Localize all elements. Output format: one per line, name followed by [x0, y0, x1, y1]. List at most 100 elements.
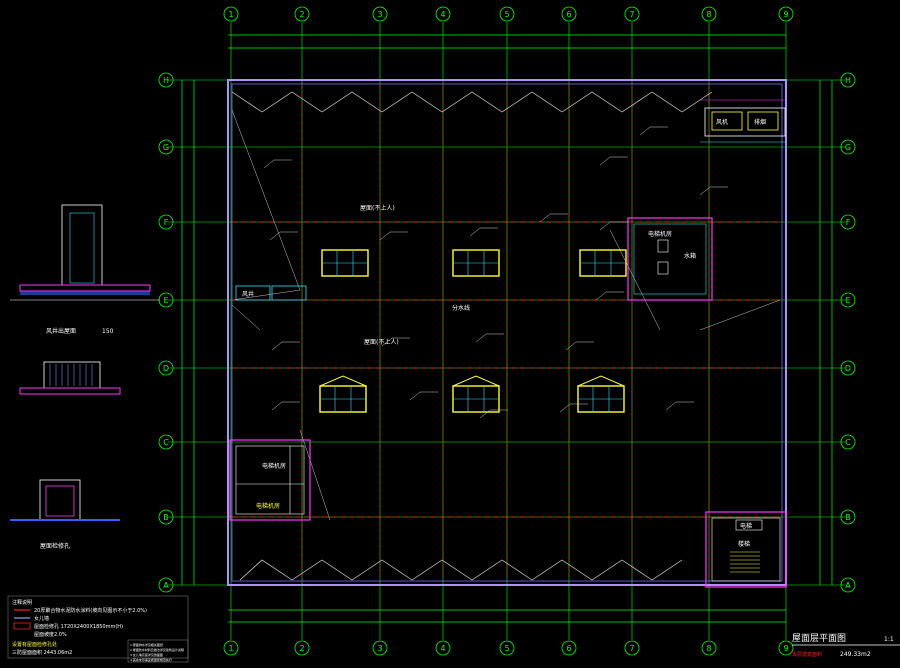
label-exhaust: 风井 [242, 290, 254, 298]
axis-bubble-row-F-right: F [840, 214, 856, 230]
axis-label: E [163, 296, 168, 305]
legend-item-3: 屋面检修孔 1720X2400X1850mm(H) [34, 623, 123, 630]
exhaust-boxes: 风井 [235, 285, 307, 301]
label-roof-upper: 屋面(不上人) [360, 204, 395, 212]
label-divide-line: 分水线 [452, 304, 470, 312]
axis-label: 3 [377, 644, 382, 653]
axis-bubble-row-E-right: E [840, 292, 856, 308]
axis-label: H [163, 76, 169, 85]
axis-label: 4 [440, 10, 445, 19]
axis-bubble-row-G-left: G [158, 139, 174, 155]
axis-label: 1 [228, 644, 233, 653]
axis-bubble-col-1-bottom: 1 [223, 640, 239, 656]
annotation-leaders [263, 126, 728, 419]
drawing-scale: 1:1 [884, 636, 894, 643]
note-1: 1.屋面排水详见相关图纸 [130, 642, 163, 647]
axis-bubble-col-6-bottom: 6 [561, 640, 577, 656]
axis-bubble-row-D-left: D [158, 360, 174, 376]
axis-bubble-col-8-top: 8 [701, 6, 717, 22]
axis-label: A [163, 581, 169, 590]
skylight-4 [319, 375, 367, 413]
drawing-subtitle: 本层建筑面积 [792, 651, 822, 658]
axis-bubble-col-6-top: 6 [561, 6, 577, 22]
axis-label: A [845, 581, 851, 590]
legend-footer-1: 设置有屋面检修孔处 [12, 641, 57, 648]
axis-bubble-col-9-top: 9 [778, 6, 794, 22]
axis-bubble-row-A-left: A [158, 577, 174, 593]
label-elevator-room: 电梯机房 [648, 230, 672, 238]
axis-label: 1 [228, 10, 233, 19]
axis-label: 3 [377, 10, 382, 19]
parapet-inner [231, 83, 783, 582]
axis-bubble-row-B-left: B [158, 509, 174, 525]
label-fan2: 排烟 [754, 118, 766, 126]
label-fan: 风机 [716, 118, 728, 126]
machine-room-lower-left: 电梯机房 电梯机房 [229, 439, 311, 521]
note-2: 2.屋面防水材料及做法详见建筑设计说明 [130, 647, 184, 652]
axis-bubble-col-9-bottom: 9 [778, 640, 794, 656]
axis-bubble-row-A-right: A [840, 577, 856, 593]
axis-label: G [163, 143, 169, 152]
axis-label: E [845, 296, 850, 305]
axis-bubble-col-3-bottom: 3 [372, 640, 388, 656]
detail-title-1: 风井出屋面 [46, 327, 76, 335]
axis-bubble-col-7-bottom: 7 [624, 640, 640, 656]
stair-room-lower-right: 电梯 楼梯 [705, 511, 787, 588]
equipment-top-right: 风机 排烟 [700, 99, 786, 143]
label-elevator-shaft: 电梯 [740, 522, 752, 530]
note-4: 4.其余未尽事宜按国家规范执行 [130, 657, 172, 662]
label-water-tank: 水箱 [684, 252, 696, 260]
axis-label: 9 [783, 644, 788, 653]
drainage-lines [231, 109, 781, 521]
axis-label: H [845, 76, 851, 85]
detail-vent-shaft: 风井出屋面 150 [10, 204, 160, 335]
axis-bubble-col-3-top: 3 [372, 6, 388, 22]
axis-label: 6 [566, 10, 571, 19]
ridge-lines [232, 221, 782, 518]
label-roof-mid: 屋面(不上人) [364, 338, 399, 346]
axis-label: D [845, 364, 851, 373]
skylights [319, 249, 627, 413]
legend-panel: 注释说明 20厚聚合物水泥防水涂料(坡向见图示不小于2.0%) 女儿墙 屋面检修… [7, 595, 189, 659]
axis-label: 9 [783, 10, 788, 19]
detail-parapet-cap [19, 361, 121, 395]
skylight-6 [577, 375, 625, 413]
axis-label: 8 [706, 10, 711, 19]
axis-label: B [845, 513, 851, 522]
skylight-5 [452, 375, 500, 413]
drawing-title: 屋面层平面图 [792, 633, 846, 644]
detail-title-3: 屋面检修孔 [40, 542, 70, 550]
axis-label: 2 [299, 10, 304, 19]
note-3: 3.女儿墙高度详见剖面图 [130, 652, 163, 657]
legend-item-1: 20厚聚合物水泥防水涂料(坡向见图示不小于2.0%) [34, 607, 147, 614]
axis-label: B [163, 513, 169, 522]
axis-label: 5 [504, 10, 509, 19]
detail-hatch: 屋面检修孔 [10, 479, 120, 550]
axis-bubble-col-1-top: 1 [223, 6, 239, 22]
axis-bubble-col-5-bottom: 5 [499, 640, 515, 656]
legend-header: 注释说明 [12, 599, 32, 606]
axis-bubble-row-F-left: F [158, 214, 174, 230]
label-stair: 楼梯 [738, 540, 750, 548]
axis-bubble-col-5-top: 5 [499, 6, 515, 22]
axis-bubble-col-4-top: 4 [435, 6, 451, 22]
axis-label: 7 [629, 644, 634, 653]
axis-bubble-row-G-right: G [840, 139, 856, 155]
axis-label: 5 [504, 644, 509, 653]
label-machine-room-2: 电梯机房 [256, 502, 280, 510]
skylight-2 [452, 249, 500, 277]
eave-bottom [239, 559, 683, 581]
axis-label: C [845, 438, 851, 447]
legend-footer-2: 三防屋面面积 2443.06m2 [12, 649, 72, 656]
axis-bubble-row-H-right: H [840, 72, 856, 88]
axis-bubble-col-4-bottom: 4 [435, 640, 451, 656]
axis-bubble-row-D-right: D [840, 360, 856, 376]
axis-bubble-col-2-top: 2 [294, 6, 310, 22]
axis-bubble-col-8-bottom: 8 [701, 640, 717, 656]
axis-bubble-row-B-right: B [840, 509, 856, 525]
skylight-3 [579, 249, 627, 277]
legend-item-2: 女儿墙 [34, 615, 49, 622]
elevator-room-upper: 水箱 [627, 217, 713, 301]
